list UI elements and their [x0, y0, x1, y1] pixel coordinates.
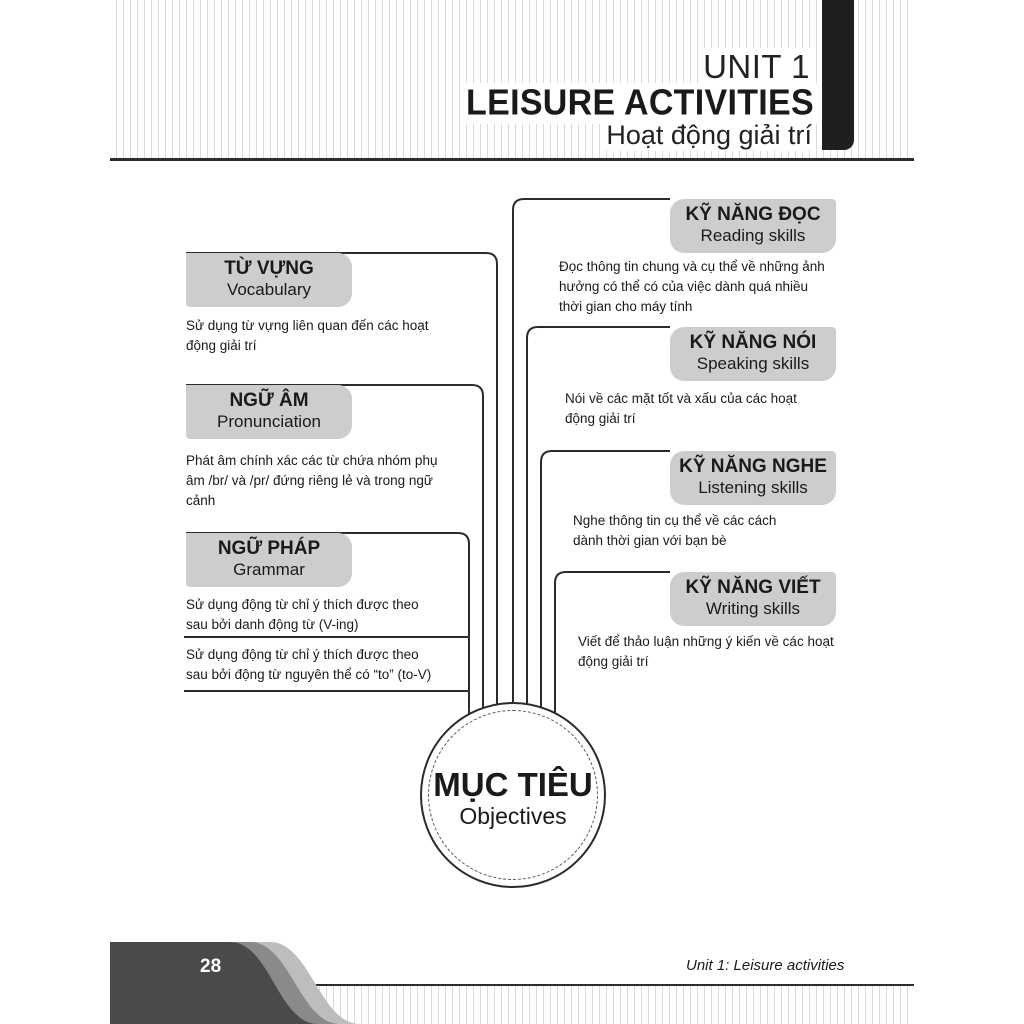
tag-speaking-title: KỸ NĂNG NÓI [689, 332, 817, 353]
desc-grammar-1: Sử dụng động từ chỉ ý thích được theo sa… [186, 595, 476, 635]
desc-reading: Đọc thông tin chung và cụ thể về những ả… [559, 257, 849, 317]
desc-line: động giải trí [186, 338, 257, 353]
unit-subtitle: Hoạt động giải trí [602, 120, 816, 151]
desc-line: Sử dụng từ vựng liên quan đến các hoạt [186, 318, 429, 333]
desc-writing: Viết để thảo luận những ý kiến về các ho… [578, 632, 858, 672]
objectives-title: MỤC TIÊU [433, 766, 593, 803]
connector-pronunciation [186, 384, 484, 718]
desc-vocabulary: Sử dụng từ vựng liên quan đến các hoạt đ… [186, 316, 476, 356]
unit-title: LEISURE ACTIVITIES [462, 83, 818, 124]
desc-line: cảnh [186, 493, 216, 508]
desc-line: Viết để thảo luận những ý kiến về các ho… [578, 634, 834, 649]
unit-label: UNIT 1 [699, 48, 814, 86]
desc-line: Sử dụng động từ chỉ ý thích được theo [186, 597, 419, 612]
tag-listening-subtitle: Listening skills [698, 478, 808, 497]
tag-grammar-subtitle: Grammar [233, 560, 305, 579]
connector-speaking [526, 326, 670, 712]
tag-reading-title: KỸ NĂNG ĐỌC [685, 204, 821, 225]
footer-rule [110, 984, 914, 986]
connector-grammar [186, 532, 470, 724]
footer-title: Unit 1: Leisure activities [686, 957, 845, 974]
objectives-circle: MỤC TIÊU Objectives [428, 710, 598, 880]
tag-pronunciation-subtitle: Pronunciation [217, 412, 321, 431]
desc-line: hưởng có thể có của việc dành quá nhiều [559, 279, 809, 294]
desc-line: dành thời gian với bạn bè [573, 533, 727, 548]
grammar-divider [184, 636, 468, 638]
connector-reading [512, 198, 670, 712]
desc-listening: Nghe thông tin cụ thể về các cách dành t… [573, 511, 850, 551]
desc-line: động giải trí [565, 411, 636, 426]
desc-pronunciation: Phát âm chính xác các từ chứa nhóm phụ â… [186, 451, 476, 511]
tag-listening-title: KỸ NĂNG NGHE [679, 456, 827, 477]
desc-speaking: Nói về các mặt tốt và xấu của các hoạt đ… [565, 389, 850, 429]
tag-speaking: KỸ NĂNG NÓI Speaking skills [670, 327, 836, 381]
header-rule [110, 158, 914, 161]
connector-vocabulary [186, 252, 498, 712]
tag-vocabulary: TỪ VỰNG Vocabulary [186, 253, 352, 307]
desc-line: động giải trí [578, 654, 649, 669]
desc-line: Sử dụng động từ chỉ ý thích được theo [186, 647, 419, 662]
tag-pronunciation: NGỮ ÂM Pronunciation [186, 385, 352, 439]
desc-line: Phát âm chính xác các từ chứa nhóm phụ [186, 453, 438, 468]
desc-line: âm /br/ và /pr/ đứng riêng lẻ và trong n… [186, 473, 433, 488]
desc-line: thời gian cho máy tính [559, 299, 693, 314]
grammar-bottom-rule [184, 690, 468, 692]
desc-line: Nói về các mặt tốt và xấu của các hoạt [565, 391, 797, 406]
tag-vocabulary-subtitle: Vocabulary [226, 280, 312, 299]
tag-grammar-title: NGỮ PHÁP [217, 538, 321, 559]
desc-line: sau bởi danh động từ (V-ing) [186, 617, 359, 632]
desc-line: sau bởi động từ nguyên thể có “to” (to-V… [186, 667, 432, 682]
objectives-subtitle: Objectives [459, 803, 567, 829]
page-number: 28 [200, 956, 222, 977]
tag-grammar: NGỮ PHÁP Grammar [186, 533, 352, 587]
tag-pronunciation-title: NGỮ ÂM [229, 390, 309, 411]
header-tab [822, 0, 854, 150]
desc-line: Nghe thông tin cụ thể về các cách [573, 513, 777, 528]
tag-writing-subtitle: Writing skills [705, 599, 801, 618]
tag-writing-title: KỸ NĂNG VIẾT [685, 577, 821, 598]
tag-writing: KỸ NĂNG VIẾT Writing skills [670, 572, 836, 626]
tag-vocabulary-title: TỪ VỰNG [224, 258, 314, 279]
desc-grammar-2: Sử dụng động từ chỉ ý thích được theo sa… [186, 645, 476, 685]
connector-listening [540, 450, 670, 716]
tag-reading: KỸ NĂNG ĐỌC Reading skills [670, 199, 836, 253]
tag-listening: KỸ NĂNG NGHE Listening skills [670, 451, 836, 505]
tag-speaking-subtitle: Speaking skills [696, 354, 810, 373]
desc-line: Đọc thông tin chung và cụ thể về những ả… [559, 259, 825, 274]
connector-writing [554, 571, 670, 722]
tag-reading-subtitle: Reading skills [700, 226, 806, 245]
